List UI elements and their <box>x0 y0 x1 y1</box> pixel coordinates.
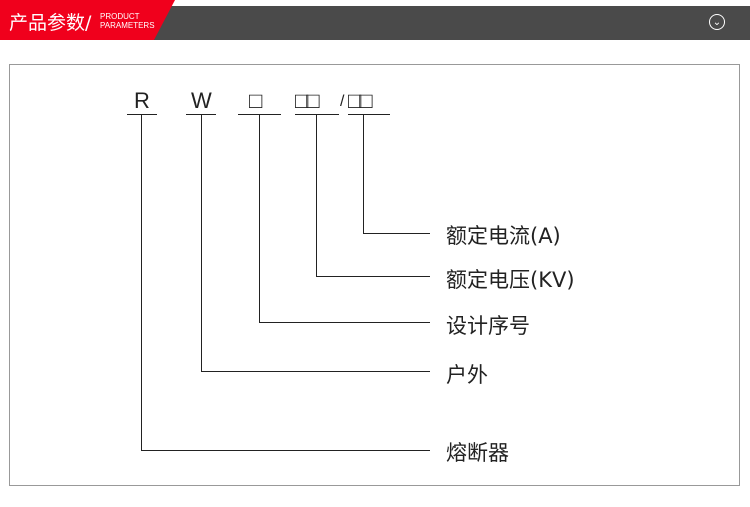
code-w: W <box>191 88 212 113</box>
subtitle-line-1: PRODUCT <box>100 12 140 21</box>
code-voltage: □□ <box>295 88 320 113</box>
chevron-down-icon[interactable]: ⌄ <box>709 14 725 30</box>
label-rated-current: 额定电流(A) <box>446 224 561 248</box>
label-outdoor: 户外 <box>446 363 488 387</box>
code-r: R <box>134 88 150 113</box>
label-rated-voltage: 额定电压(KV) <box>446 268 575 292</box>
code-slash: / <box>340 93 345 110</box>
diagram-frame <box>9 64 740 486</box>
code-current: □□ <box>348 88 373 113</box>
label-design-number: 设计序号 <box>446 314 530 338</box>
section-title: 产品参数/ <box>9 12 92 34</box>
header-bar <box>150 6 750 40</box>
label-fuse: 熔断器 <box>446 441 509 465</box>
code-design: □ <box>249 88 263 113</box>
subtitle-line-2: PARAMETERS <box>100 21 155 30</box>
